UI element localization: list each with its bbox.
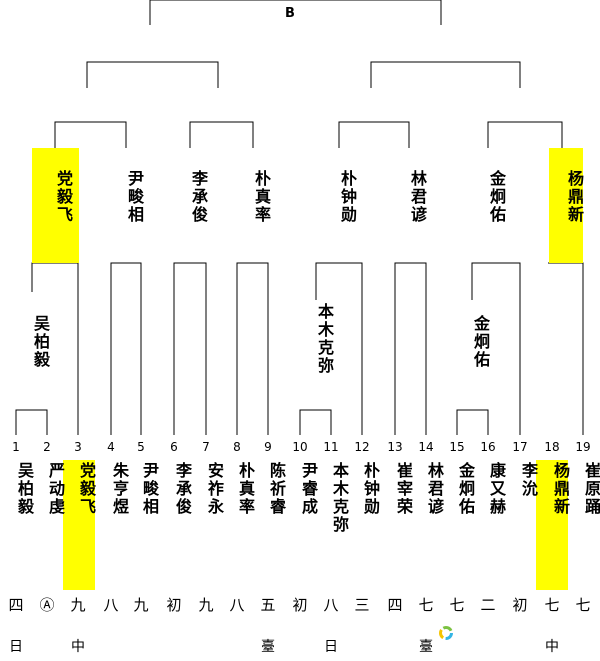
dan-level: 七 — [544, 596, 560, 614]
player-name: 党毅飞 — [77, 462, 96, 516]
champion-highlight-p3 — [63, 460, 95, 590]
seed-number: 2 — [43, 440, 51, 454]
qf-name: 党毅飞 — [54, 170, 73, 224]
seed-number: 18 — [544, 440, 560, 454]
seed-number: 17 — [512, 440, 528, 454]
dan-level: 初 — [292, 596, 308, 614]
seed-number: 8 — [233, 440, 241, 454]
qf-name: 杨鼎新 — [565, 170, 584, 224]
champion-highlight-qf-right — [549, 148, 583, 263]
ring-logo-icon — [439, 626, 453, 640]
seed-number: 12 — [354, 440, 370, 454]
qf-name: 金炯佑 — [487, 170, 506, 224]
dan-level: 五 — [260, 596, 276, 614]
country-char: 日 — [9, 639, 23, 655]
country-char: 中 — [71, 639, 85, 655]
player-name: 朱亨煜 — [110, 462, 129, 516]
player-name: 林君谚 — [425, 462, 444, 516]
country-char: 日 — [324, 639, 338, 655]
seed-number: 9 — [264, 440, 272, 454]
player-name: 崔宰荣 — [394, 462, 413, 516]
player-name: 本木克弥 — [330, 462, 349, 534]
dan-level: 二 — [480, 596, 496, 614]
dan-level: 七 — [449, 596, 465, 614]
qf-name: 李承俊 — [189, 170, 208, 224]
qf-name: 朴真率 — [252, 170, 271, 224]
player-name: 崔原踊 — [582, 462, 600, 516]
dan-level: 八 — [229, 596, 245, 614]
seed-number: 14 — [418, 440, 434, 454]
seed-number: 13 — [387, 440, 403, 454]
player-name: 严动虔 — [46, 462, 65, 516]
r1-winner-name: 金炯佑 — [471, 315, 490, 369]
qf-name: 朴钟勋 — [338, 170, 357, 224]
dan-level: 九 — [70, 596, 86, 614]
final-label: B — [285, 6, 295, 21]
dan-level: 八 — [323, 596, 339, 614]
seed-number: 19 — [575, 440, 591, 454]
seed-number: 6 — [170, 440, 178, 454]
player-name: 杨鼎新 — [551, 462, 570, 516]
player-name: 康又赫 — [487, 462, 506, 516]
player-name: 尹畯相 — [140, 462, 159, 516]
r1-winner-name: 本木克弥 — [315, 303, 334, 375]
country-char: 臺 — [419, 639, 433, 655]
player-name: 陈祈睿 — [267, 462, 286, 516]
player-name: 李沇 — [519, 462, 538, 498]
player-name: 安祚永 — [205, 462, 224, 516]
seed-number: 5 — [137, 440, 145, 454]
player-name: 李承俊 — [173, 462, 192, 516]
seed-number: 11 — [323, 440, 339, 454]
qf-name: 尹畯相 — [125, 170, 144, 224]
champion-highlight-p18 — [536, 460, 568, 590]
seed-number: 7 — [202, 440, 210, 454]
country-char: 臺 — [261, 639, 275, 655]
champion-highlight-qf-left — [32, 148, 79, 263]
dan-level: 初 — [512, 596, 528, 614]
player-name: 尹睿成 — [299, 462, 318, 516]
dan-level: 九 — [133, 596, 149, 614]
seed-number: 1 — [12, 440, 20, 454]
country-char: 中 — [545, 639, 559, 655]
dan-level: 初 — [166, 596, 182, 614]
dan-level: 九 — [198, 596, 214, 614]
player-name: 金炯佑 — [456, 462, 475, 516]
dan-level: 四 — [8, 596, 24, 614]
dan-level: 八 — [103, 596, 119, 614]
player-name: 朴真率 — [236, 462, 255, 516]
seed-number: 10 — [292, 440, 308, 454]
seed-number: 16 — [480, 440, 496, 454]
dan-level: Ⓐ — [39, 596, 55, 614]
seed-number: 4 — [107, 440, 115, 454]
dan-level: 七 — [575, 596, 591, 614]
qf-name: 林君谚 — [408, 170, 427, 224]
player-name: 朴钟勋 — [361, 462, 380, 516]
player-name: 吴柏毅 — [15, 462, 34, 516]
seed-number: 3 — [74, 440, 82, 454]
dan-level: 四 — [387, 596, 403, 614]
dan-level: 三 — [354, 596, 370, 614]
r1-winner-name: 吴柏毅 — [31, 315, 50, 369]
dan-level: 七 — [418, 596, 434, 614]
seed-number: 15 — [449, 440, 465, 454]
